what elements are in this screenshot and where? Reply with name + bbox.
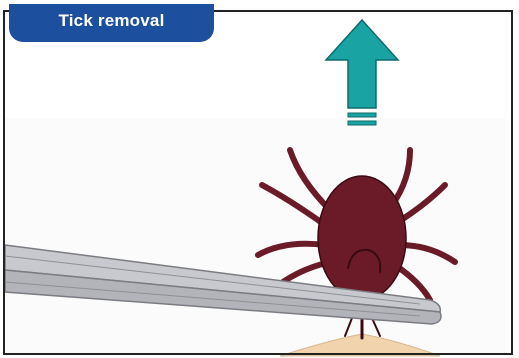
figure-frame: Tick removal (3, 10, 513, 355)
figure-title: Tick removal (58, 11, 164, 31)
title-tab: Tick removal (9, 4, 214, 42)
